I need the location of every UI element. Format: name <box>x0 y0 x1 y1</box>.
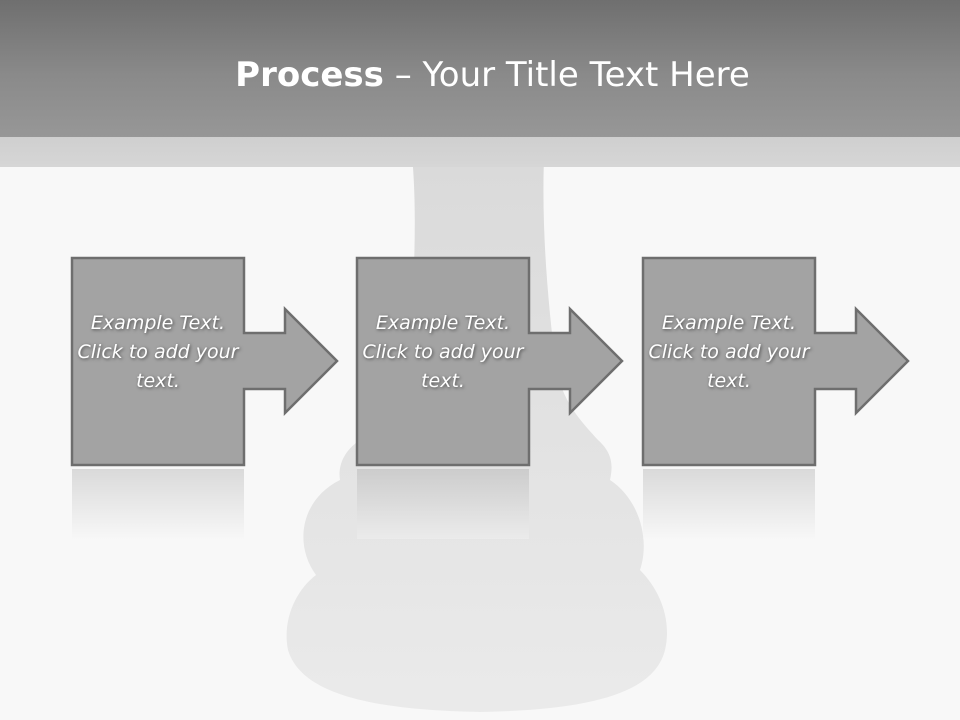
step-reflection <box>357 469 529 539</box>
step-arrow-shape <box>70 256 339 467</box>
step-arrow-shape <box>355 256 624 467</box>
process-step-1[interactable]: Example Text. Click to add your text. <box>70 256 411 539</box>
title-bar <box>0 0 960 137</box>
step-text[interactable]: Example Text. Click to add your text. <box>362 312 524 392</box>
process-step-3[interactable]: Example Text. Click to add your text. <box>641 256 960 539</box>
page-title[interactable]: Process – Your Title Text Here <box>0 50 960 100</box>
step-text[interactable]: Example Text. Click to add your text. <box>77 312 239 392</box>
step-reflection <box>72 469 244 539</box>
step-arrow-shape <box>641 256 910 467</box>
title-dash: – <box>383 55 423 95</box>
title-bold: Process <box>235 55 384 95</box>
step-reflection <box>643 469 815 539</box>
title-band <box>0 137 960 167</box>
step-text[interactable]: Example Text. Click to add your text. <box>648 312 810 392</box>
title-rest: Your Title Text Here <box>422 55 750 95</box>
process-step-2[interactable]: Example Text. Click to add your text. <box>355 256 696 539</box>
